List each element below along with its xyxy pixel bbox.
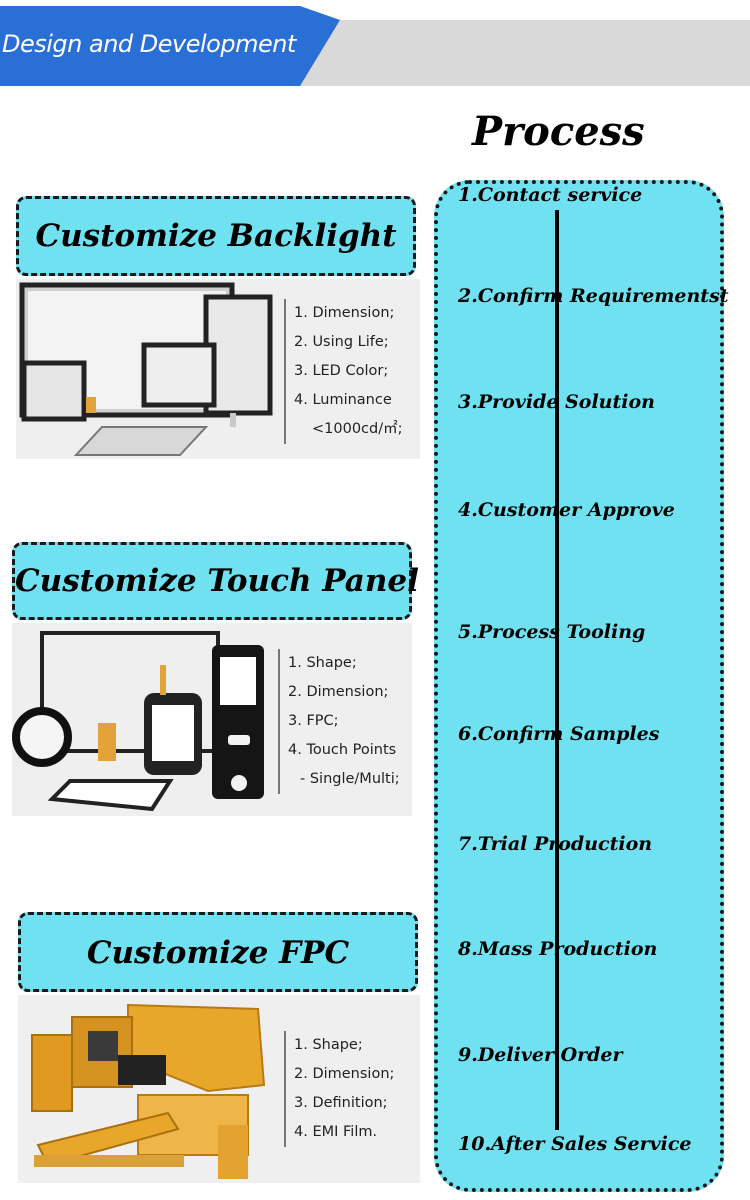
fpc-spec-3: 3. Definition; — [294, 1095, 388, 1111]
touch-panel-spec-4: 4. Touch Points — [288, 742, 397, 758]
backlight-banner: Customize Backlight — [16, 196, 416, 276]
touch-panel-spec-2: 2. Dimension; — [288, 684, 389, 700]
backlight-panels-image — [19, 282, 273, 456]
process-step-10: 10.After Sales Service — [458, 1133, 692, 1155]
backlight-photo: 1. Dimension; 2. Using Life; 3. LED Colo… — [16, 279, 420, 459]
touch-panel-spec-1: 1. Shape; — [288, 655, 357, 671]
touch-panel-title: Customize Touch Panel — [15, 563, 419, 599]
process-step-9: 9.Deliver Order — [458, 1044, 623, 1066]
backlight-spec-4: 4. Luminance — [294, 392, 392, 408]
process-step-1: 1.Contact service — [458, 184, 643, 206]
process-step-2: 2.Confirm Requirementst — [458, 285, 729, 307]
backlight-spec-3: 3. LED Color; — [294, 363, 389, 379]
fpc-spec-1: 1. Shape; — [294, 1037, 363, 1053]
touch-panel-banner: Customize Touch Panel — [12, 542, 419, 620]
header-title: Design and Development — [2, 30, 296, 58]
process-step-7: 7.Trial Production — [458, 833, 653, 855]
backlight-title: Customize Backlight — [35, 218, 397, 254]
fpc-banner: Customize FPC — [18, 912, 418, 992]
process-title: Process — [472, 108, 645, 155]
fpc-circuits-image — [31, 1003, 266, 1179]
touch-panel-photo: 1. Shape; 2. Dimension; 3. FPC; 4. Touch… — [12, 623, 412, 816]
fpc-spec-2: 2. Dimension; — [294, 1066, 395, 1082]
touch-panel-spec-list: 1. Shape; 2. Dimension; 3. FPC; 4. Touch… — [278, 649, 400, 794]
touch-panel-spec-5: - Single/Multi; — [300, 771, 400, 787]
fpc-photo: 1. Shape; 2. Dimension; 3. Definition; 4… — [18, 995, 420, 1183]
process-box — [434, 180, 724, 1192]
process-flow-line — [555, 210, 559, 1130]
fpc-spec-4: 4. EMI Film. — [294, 1124, 378, 1140]
backlight-spec-2: 2. Using Life; — [294, 334, 389, 350]
process-step-5: 5.Process Tooling — [458, 621, 646, 643]
process-step-3: 3.Provide Solution — [458, 391, 655, 413]
fpc-spec-list: 1. Shape; 2. Dimension; 3. Definition; 4… — [284, 1031, 394, 1147]
touch-panel-spec-3: 3. FPC; — [288, 713, 339, 729]
process-step-4: 4.Customer Approve — [458, 499, 675, 521]
backlight-spec-1: 1. Dimension; — [294, 305, 395, 321]
process-step-8: 8.Mass Production — [458, 938, 658, 960]
touch-panels-image — [12, 631, 264, 812]
process-step-6: 6.Confirm Samples — [458, 723, 660, 745]
header-tab — [0, 6, 340, 86]
backlight-spec-list: 1. Dimension; 2. Using Life; 3. LED Colo… — [284, 299, 403, 444]
fpc-title: Customize FPC — [86, 935, 350, 971]
backlight-spec-5: <1000cd/㎡; — [312, 421, 403, 437]
